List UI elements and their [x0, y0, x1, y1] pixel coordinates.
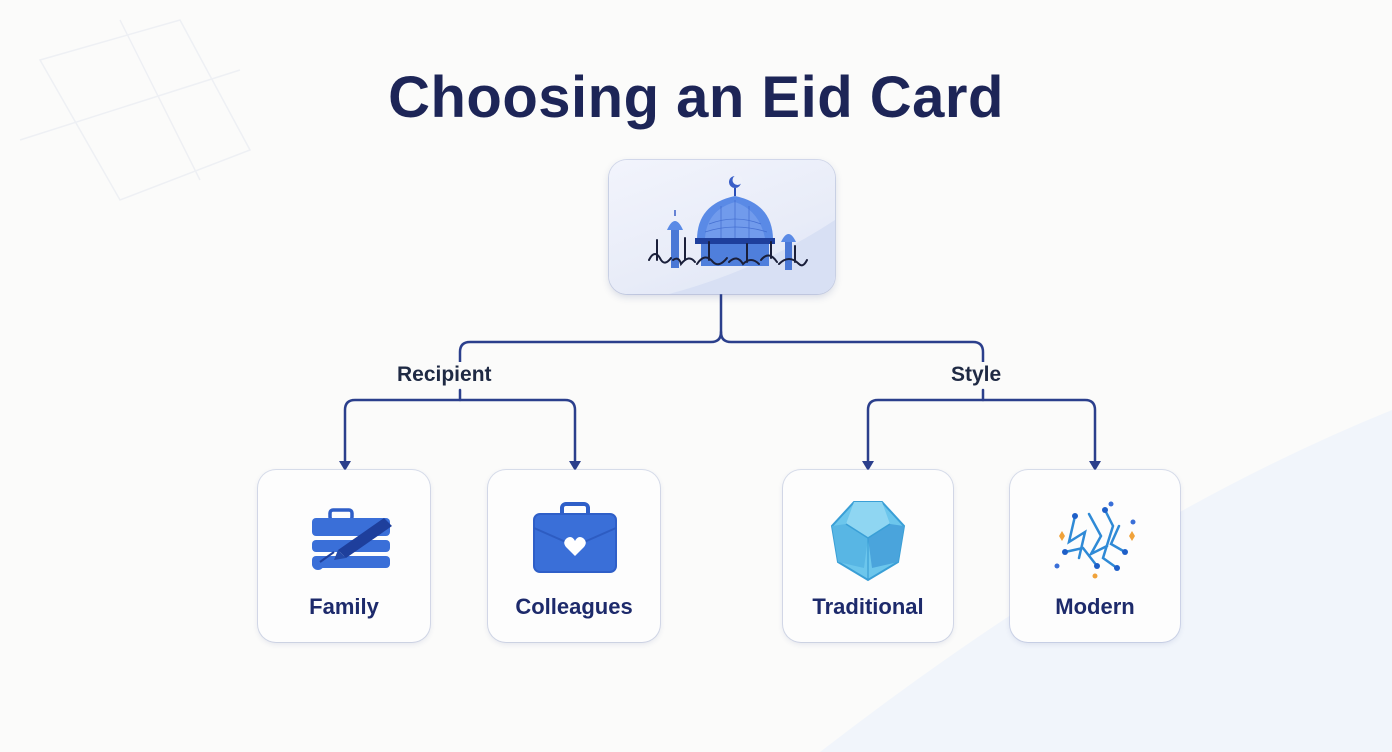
root-card [609, 160, 835, 294]
arrowhead-family [339, 461, 351, 471]
briefcase-heart-icon [533, 502, 617, 573]
trunk-connector-right [719, 330, 985, 366]
trunk-connector [458, 292, 723, 366]
recipient-fork-right [458, 398, 577, 464]
arrowhead-traditional [862, 461, 874, 471]
recipient-fork [343, 388, 462, 464]
arrowhead-colleagues [569, 461, 581, 471]
leaf-card-family: Family [258, 470, 430, 642]
leaf-card-traditional: Traditional [783, 470, 953, 642]
abstract-network-icon [1054, 501, 1136, 579]
branch-label-style: Style [945, 362, 1008, 388]
leaf-label-colleagues: Colleagues [515, 594, 633, 619]
style-fork-right [981, 398, 1097, 464]
style-fork [866, 388, 985, 464]
leaf-label-modern: Modern [1055, 594, 1135, 619]
arrowhead-modern [1089, 461, 1101, 471]
diagram-title: Choosing an Eid Card [388, 65, 1004, 130]
suitcase-pen-icon [312, 508, 392, 570]
leaf-label-traditional: Traditional [812, 594, 924, 619]
leaf-card-colleagues: Colleagues [488, 470, 660, 642]
gem-icon [830, 501, 906, 582]
leaf-card-modern: Modern [1010, 470, 1180, 642]
leaf-label-family: Family [309, 594, 379, 619]
mosque-calligraphy-icon [648, 175, 835, 294]
branch-label-recipient: Recipient [391, 362, 498, 388]
